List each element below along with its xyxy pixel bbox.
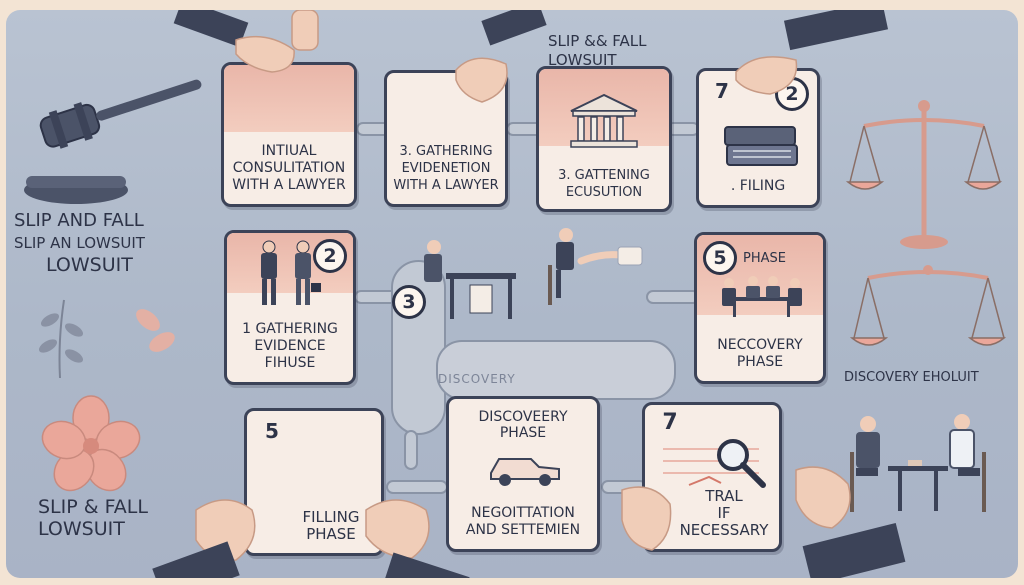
hand-holding-card-top-mid	[455, 10, 547, 103]
meeting-desk-scene	[424, 228, 643, 319]
leaves-decoration	[38, 299, 84, 379]
step-badge: 5	[703, 241, 737, 275]
card-text: . FILING	[705, 178, 811, 195]
hand-bottom-left	[152, 499, 256, 578]
card-text: 1 GATHERING EVIDENCE FIHUSE	[242, 321, 338, 371]
connector-mid-right	[646, 290, 700, 304]
card-courthouse: 3. GATTENING ΕCUSUTION	[536, 66, 672, 212]
connector-bottom-left	[404, 430, 418, 470]
courthouse-icon	[570, 93, 638, 148]
scales-of-justice-icon	[845, 100, 1003, 249]
meeting-figures	[722, 276, 802, 317]
card-discovery-phase: 5 PHASE NECCOVERY PHASE	[694, 232, 826, 384]
card-negotiation: DISCOVEERY PHASE NEGOITTATION AND SETTEM…	[446, 396, 600, 552]
card-initial-consultation: INTIUAL CONSULITATION WITH A LAWYER	[221, 62, 357, 207]
step-badge: 5	[265, 419, 279, 443]
flower-decoration	[41, 395, 141, 492]
right-caption: DISCOVERY ΕHOLUIT	[844, 370, 979, 385]
card-filling-phase: 5 FILLING PHASE	[244, 408, 384, 556]
law-book-icon	[724, 126, 798, 166]
step-badge-left: 7	[715, 79, 729, 103]
card-prefix: .	[730, 178, 736, 194]
center-path-label: DISCOVERY	[438, 372, 516, 386]
left-title-line2: SLIP AN LOWSUIT	[14, 234, 145, 252]
badge-label: PHASE	[743, 251, 786, 266]
consultation-meeting-scene	[850, 414, 986, 512]
car-icon	[490, 458, 560, 486]
hand-writing-pen	[365, 499, 470, 578]
connector-center-band	[436, 340, 676, 400]
card-gathering-evidence: 2 1 GATHERING EVIDENCE FIHUSE	[224, 230, 356, 385]
heading: SLIP &⁠& FALL LOWSUIT	[548, 32, 647, 69]
infographic-board: DISCOVERY SLIP &⁠& FALL LOWSUIT INTIUAL …	[6, 10, 1018, 578]
scales-of-justice-secondary-icon	[849, 265, 1007, 346]
card-text: 3. GATTENING ΕCUSUTION	[558, 168, 650, 200]
step-badge-center: 3	[392, 285, 426, 319]
card-label: FILING	[739, 178, 786, 194]
card-text: NECCOVERY PHASE	[717, 337, 803, 370]
step-badge: 7	[662, 410, 678, 435]
card-text: NEGOITTATION AND SETTEMIEN	[465, 505, 581, 538]
left-title-line3: LOWSUIT	[46, 254, 133, 276]
card-text: 3. GATHERING EVIDENETION WITH A LAWYER	[393, 144, 499, 193]
left-bottom-title: SLIP & FALL LOWSUIT	[38, 496, 148, 540]
card-text: FILLING PHASE	[302, 508, 360, 543]
hand-holding-card-top-left	[173, 10, 319, 73]
hand-top-right	[735, 10, 889, 95]
hand-bottom-right	[795, 466, 906, 578]
left-title-line1: SLIP AND FALL	[14, 210, 144, 231]
lawyers-figures	[261, 240, 321, 305]
pink-leaves-decoration	[136, 309, 175, 352]
magnifier-icon	[717, 439, 766, 488]
hand-bottom-center	[621, 486, 672, 551]
card-text-top: DISCOVEERY PHASE	[478, 409, 568, 441]
gavel-icon	[24, 79, 202, 204]
step-badge: 2	[313, 239, 347, 273]
card-text: TRAL IF NECESSARY	[679, 487, 769, 539]
card-text: INTIUAL CONSULITATION WITH A LAWYER	[232, 143, 346, 193]
